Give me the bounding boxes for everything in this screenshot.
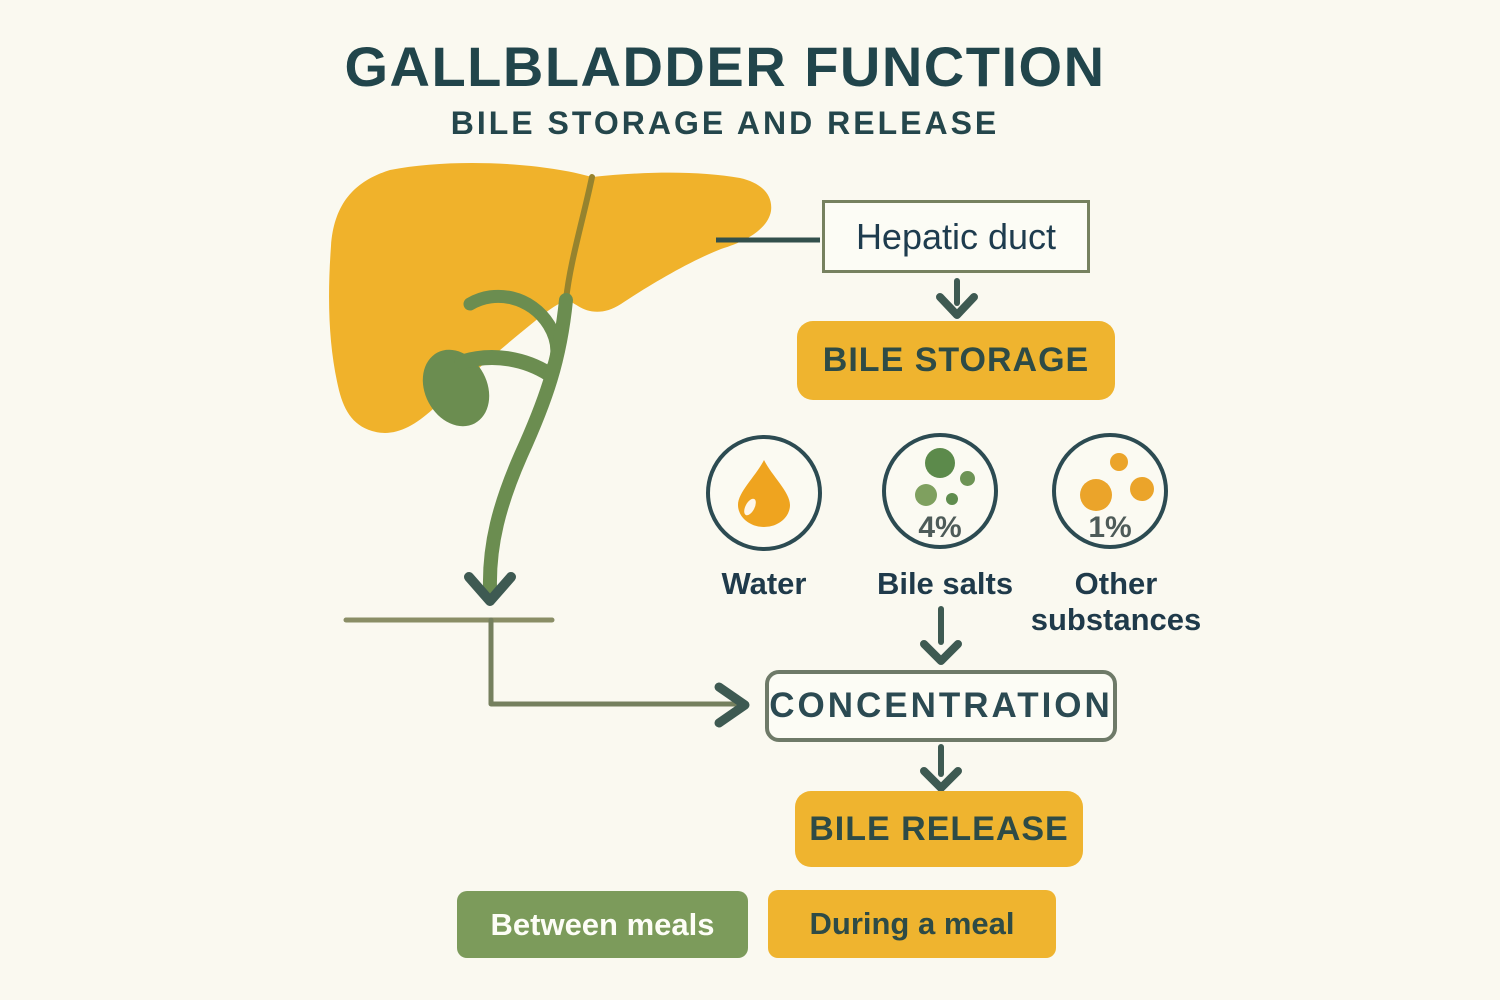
other-substances-label: Other substances — [1030, 566, 1202, 637]
water-droplet-icon — [738, 460, 790, 527]
bile-salts-percent: 4% — [918, 511, 962, 544]
other-substances-percent: 1% — [1088, 511, 1132, 544]
during-meal-badge: During a meal — [768, 890, 1056, 958]
page-subtitle: BILE STORAGE AND RELEASE — [450, 105, 1000, 141]
bile-storage-label: BILE STORAGE — [822, 341, 1090, 379]
bile-storage-box: BILE STORAGE — [797, 321, 1115, 400]
gallbladder-neck — [454, 350, 557, 382]
common-bile-duct — [482, 293, 573, 595]
arrow-concentration-to-release-icon — [920, 744, 962, 792]
water-circle — [706, 435, 822, 551]
hepatic-duct-label: Hepatic duct — [855, 215, 1057, 257]
bile-release-label: BILE RELEASE — [809, 809, 1069, 848]
page-title: GALLBLADDER FUNCTION — [344, 35, 1106, 98]
bile-release-box: BILE RELEASE — [795, 791, 1083, 867]
hepatic-duct-box: Hepatic duct — [822, 200, 1090, 273]
duct-arrowhead-icon — [464, 572, 516, 606]
arrow-hepatic-to-storage-icon — [936, 278, 978, 319]
arrow-salts-to-concentration-icon — [920, 606, 962, 665]
concentration-box: CONCENTRATION — [765, 670, 1117, 742]
between-meals-badge: Between meals — [457, 891, 748, 958]
elbow-arrowhead-icon — [714, 682, 750, 728]
other-substances-circle: 1% — [1052, 433, 1168, 549]
during-meal-label: During a meal — [809, 906, 1015, 941]
gallbladder-shape — [422, 349, 490, 427]
between-meals-label: Between meals — [490, 906, 715, 942]
bile-salts-circle: 4% — [882, 433, 998, 549]
bile-salts-label: Bile salts — [876, 566, 1014, 601]
liver-divider-line — [563, 174, 595, 303]
elbow-connector — [488, 617, 739, 707]
concentration-label: CONCENTRATION — [769, 686, 1113, 725]
water-label: Water — [721, 566, 807, 601]
